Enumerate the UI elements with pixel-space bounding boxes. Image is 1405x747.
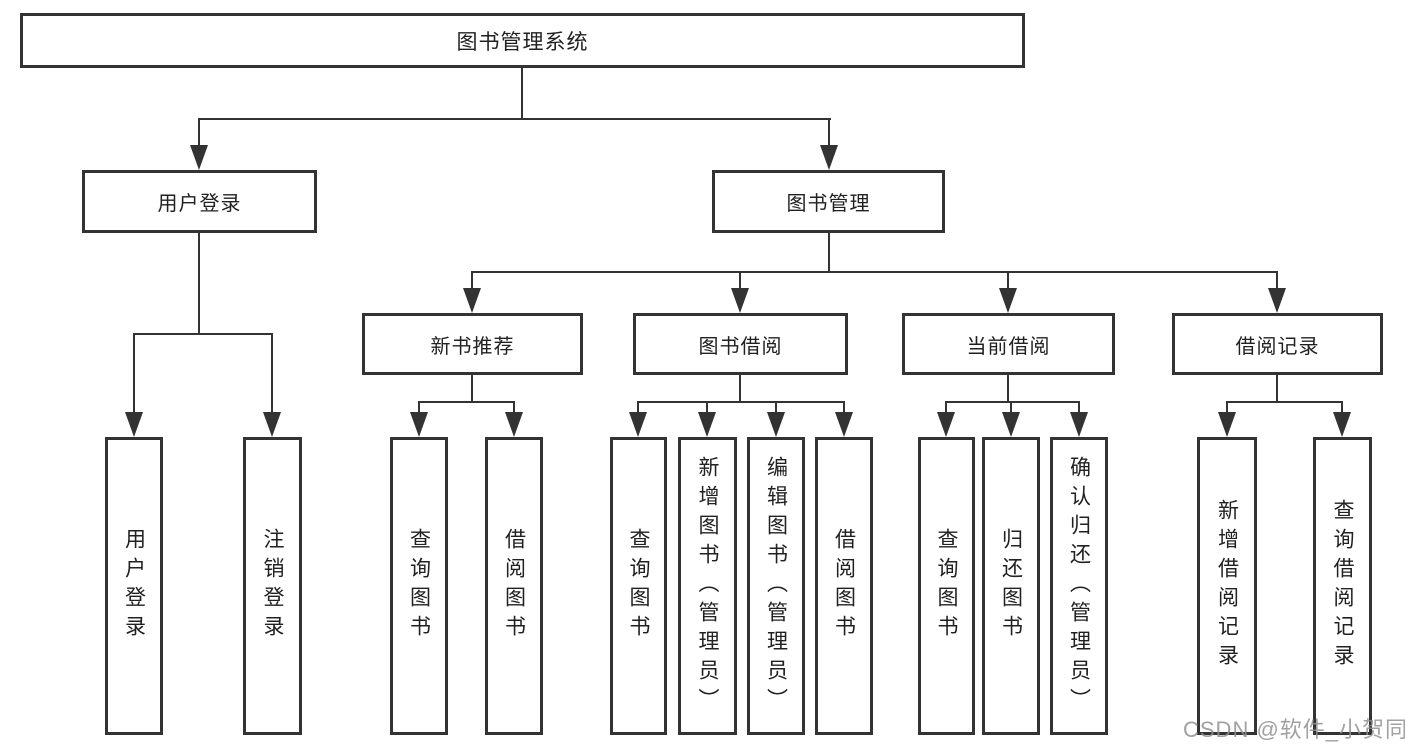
leaf-current-borrow-query: 查询图书 (918, 437, 975, 735)
connector-book-mgmt-stem (828, 233, 830, 273)
connector-br-query-stem (1341, 401, 1343, 415)
connector-root-stem (521, 68, 523, 120)
leaf-borrow-records-query: 查询借阅记录 (1313, 437, 1372, 735)
leaf-current-borrow-return-label: 归还图书 (999, 528, 1023, 644)
connector-cb-return-stem (1010, 401, 1012, 415)
leaf-book-borrow-borrow: 借阅图书 (815, 437, 873, 735)
node-new-books: 新书推荐 (362, 313, 583, 375)
leaf-book-borrow-edit: 编辑图书（管理员） (747, 437, 805, 735)
connector-cb-query-stem (945, 401, 947, 415)
leaf-current-borrow-return: 归还图书 (982, 437, 1040, 735)
leaf-book-borrow-query: 查询图书 (610, 437, 667, 735)
connector-new-books-arrow-stem (471, 271, 473, 291)
connector-book-borrow-stem (739, 375, 741, 403)
connector-br-add-stem (1226, 401, 1228, 415)
connector-borrow-records-arrow-stem (1276, 271, 1278, 291)
leaf-new-books-query: 查询图书 (390, 437, 448, 735)
leaf-new-books-borrow-label: 借阅图书 (502, 528, 526, 644)
connector-nb-borrow-stem (513, 401, 515, 415)
leaf-book-borrow-edit-label: 编辑图书（管理员） (764, 455, 788, 717)
arrow-down-icon (1268, 288, 1286, 313)
leaf-user-login-label: 用户登录 (122, 528, 146, 644)
arrow-down-icon (1218, 412, 1236, 437)
leaf-current-borrow-confirm: 确认归还（管理员） (1050, 437, 1108, 735)
leaf-borrow-records-add: 新增借阅记录 (1197, 437, 1257, 735)
connector-borrow-records-stem (1276, 375, 1278, 403)
connector-cb-confirm-stem (1078, 401, 1080, 415)
connector-current-borrow-hline (946, 401, 1080, 403)
leaf-new-books-borrow: 借阅图书 (485, 437, 543, 735)
leaf-current-borrow-confirm-label: 确认归还（管理员） (1067, 455, 1091, 717)
leaf-borrow-records-add-label: 新增借阅记录 (1215, 499, 1239, 673)
node-book-mgmt: 图书管理 (712, 170, 945, 233)
node-borrow-records: 借阅记录 (1172, 313, 1383, 375)
arrow-down-icon (410, 412, 428, 437)
connector-new-books-hline (418, 401, 515, 403)
connector-nb-query-stem (418, 401, 420, 415)
node-user-login: 用户登录 (82, 170, 317, 233)
arrow-down-icon (767, 412, 785, 437)
connector-level1-hline (198, 118, 831, 120)
leaf-book-borrow-add: 新增图书（管理员） (678, 437, 737, 735)
arrow-down-icon (820, 145, 838, 170)
connector-current-borrow-arrow-stem (1007, 271, 1009, 291)
connector-user-login-arrow-stem (198, 118, 200, 150)
node-root-label: 图书管理系统 (456, 30, 589, 54)
connector-book-borrow-hline (638, 401, 845, 403)
arrow-down-icon (1333, 412, 1351, 437)
leaf-book-borrow-query-label: 查询图书 (627, 528, 651, 644)
leaf-user-login: 用户登录 (105, 437, 163, 735)
leaf-logout: 注销登录 (243, 437, 302, 735)
connector-book-mgmt-arrow-stem (828, 118, 830, 150)
connector-bb-query-stem (637, 401, 639, 415)
node-borrow-records-label: 借阅记录 (1235, 335, 1320, 358)
connector-user-login-stem (198, 233, 200, 335)
connector-bb-add-stem (706, 401, 708, 415)
arrow-down-icon (190, 145, 208, 170)
node-current-borrow: 当前借阅 (902, 313, 1115, 375)
arrow-down-icon (1070, 412, 1088, 437)
arrow-down-icon (505, 412, 523, 437)
connector-current-borrow-stem (1007, 375, 1009, 403)
node-book-mgmt-label: 图书管理 (786, 193, 871, 215)
connector-bb-borrow-stem (843, 401, 845, 415)
node-new-books-label: 新书推荐 (430, 335, 515, 358)
connector-book-borrow-arrow-stem (739, 271, 741, 291)
connector-borrow-records-hline (1227, 401, 1343, 403)
node-book-borrow-label: 图书借阅 (698, 335, 783, 358)
connector-new-books-stem (471, 375, 473, 403)
leaf-current-borrow-query-label: 查询图书 (935, 528, 959, 644)
connector-leaf-logout-stem (271, 333, 273, 417)
connector-leaf-user-login-stem (133, 333, 135, 417)
arrow-down-icon (999, 288, 1017, 313)
node-book-borrow: 图书借阅 (633, 313, 848, 375)
arrow-down-icon (731, 288, 749, 313)
leaf-logout-label: 注销登录 (261, 528, 285, 644)
node-root-library-system: 图书管理系统 (20, 13, 1025, 68)
arrow-down-icon (698, 412, 716, 437)
arrow-down-icon (463, 288, 481, 313)
arrow-down-icon (263, 412, 281, 437)
arrow-down-icon (629, 412, 647, 437)
node-user-login-label: 用户登录 (157, 193, 242, 215)
node-current-borrow-label: 当前借阅 (966, 335, 1051, 358)
arrow-down-icon (937, 412, 955, 437)
connector-user-login-hline (133, 333, 272, 335)
leaf-new-books-query-label: 查询图书 (407, 528, 431, 644)
leaf-borrow-records-query-label: 查询借阅记录 (1331, 499, 1355, 673)
connector-level2-hline (471, 271, 1278, 273)
arrow-down-icon (1002, 412, 1020, 437)
csdn-watermark: CSDN @软件_小贺同学 (1183, 717, 1405, 742)
connector-bb-edit-stem (775, 401, 777, 415)
leaf-book-borrow-borrow-label: 借阅图书 (832, 528, 856, 644)
leaf-book-borrow-add-label: 新增图书（管理员） (696, 455, 720, 717)
arrow-down-icon (125, 412, 143, 437)
arrow-down-icon (835, 412, 853, 437)
